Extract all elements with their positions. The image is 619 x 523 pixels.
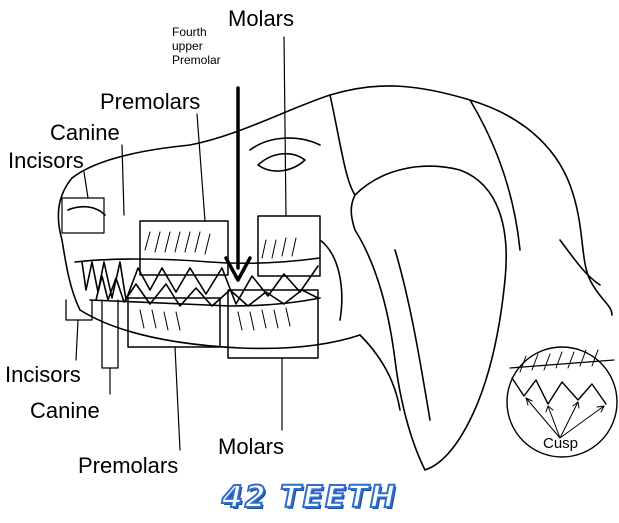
label-molars-bottom: Molars [218, 436, 284, 458]
head-outline [72, 86, 612, 315]
neck-back [470, 100, 520, 250]
label-premolars-bottom: Premolars [78, 455, 178, 477]
upper-gum-hatch [145, 232, 296, 258]
upper-gum [75, 258, 320, 263]
lower-gum-hatch [140, 308, 290, 330]
cusp-arrows [526, 398, 604, 438]
leader-incisors-top [84, 172, 88, 198]
label-incisors-bottom: Incisors [5, 364, 81, 386]
cusp-arrow-tips [526, 398, 604, 412]
cheek-line [320, 240, 342, 320]
label-premolars-top: Premolars [100, 91, 200, 113]
ear-outline [351, 166, 506, 470]
label-molars-top: Molars [228, 8, 294, 30]
label-incisors-top: Incisors [8, 150, 84, 172]
eye [258, 154, 305, 171]
label-canine-bottom: Canine [30, 400, 100, 422]
throat-line [360, 335, 400, 410]
skull-contour [330, 95, 355, 195]
leader-premolars-top [197, 114, 205, 221]
neck-outline [560, 240, 600, 285]
leader-premolars-bottom [175, 347, 180, 450]
label-canine-top: Canine [50, 122, 120, 144]
leader-incisors-bottom [76, 320, 78, 360]
premolars-upper-box [140, 221, 228, 275]
label-cusp: Cusp [543, 436, 578, 451]
label-fourth-upper-premolar-line2: upper [172, 39, 203, 53]
label-fourth-upper-premolar-line3: Premolar [172, 53, 221, 67]
incisors-upper-box [62, 198, 104, 233]
leader-molars-top [284, 37, 286, 216]
canine-lower-bracket [102, 300, 118, 368]
molars-upper-box [258, 216, 320, 276]
nose-line [68, 207, 105, 215]
incisors-lower-bracket [66, 300, 92, 320]
label-fourth-upper-premolar-line1: Fourth [172, 25, 207, 39]
caption-teeth-count: 42 TEETH [0, 480, 619, 515]
